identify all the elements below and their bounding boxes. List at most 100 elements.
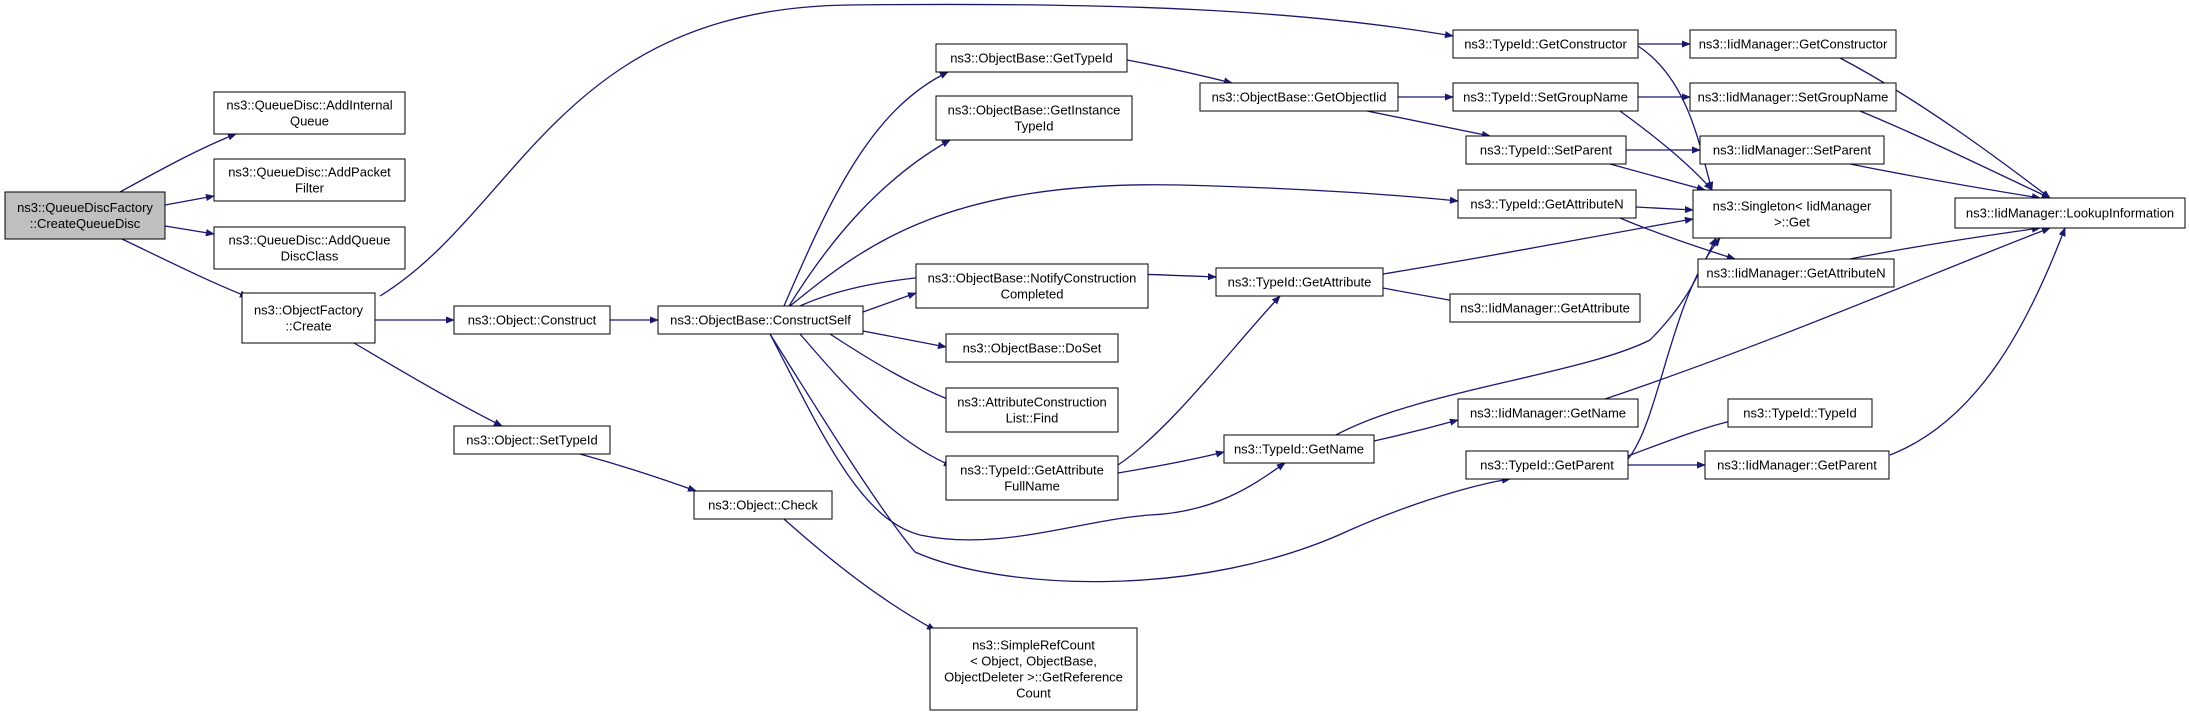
node-label: ns3::IidManager::GetParent xyxy=(1717,458,1877,473)
node-box xyxy=(1692,189,1892,239)
node-box xyxy=(1465,450,1629,480)
node-label: Completed xyxy=(1001,287,1064,302)
node-singletonGet[interactable]: ns3::Singleton< IidManager>::Get xyxy=(1692,189,1892,239)
edge-root-to-addPacketFilter xyxy=(164,193,215,206)
node-label: ns3::Object::Check xyxy=(708,498,818,513)
node-iidSetGroupName[interactable]: ns3::IidManager::SetGroupName xyxy=(1689,82,1897,112)
node-typeIdTypeId[interactable]: ns3::TypeId::TypeId xyxy=(1727,398,1873,428)
edge-typeIdGetParent-to-typeIdTypeId xyxy=(1627,417,1741,457)
node-box xyxy=(1452,29,1639,59)
node-objectFactoryCreate[interactable]: ns3::ObjectFactory::Create xyxy=(241,292,376,344)
node-constructSelf[interactable]: ns3::ObjectBase::ConstructSelf xyxy=(657,305,864,335)
node-label: ns3::ObjectBase::GetObjectIid xyxy=(1212,90,1387,105)
edge-typeIdGetAttribute-to-iidGetAttribute xyxy=(1382,287,1461,304)
edge-setGroupName-to-singleton xyxy=(1619,110,1713,191)
node-label: ns3::TypeId::TypeId xyxy=(1743,406,1856,421)
node-iidGetAttributeN[interactable]: ns3::IidManager::GetAttributeN xyxy=(1697,258,1895,288)
node-label: ns3::QueueDisc::AddInternal xyxy=(226,98,392,113)
node-label: ns3::Object::Construct xyxy=(468,313,597,328)
node-label: ns3::ObjectBase::DoSet xyxy=(963,341,1102,356)
node-objectSetTypeId[interactable]: ns3::Object::SetTypeId xyxy=(453,425,611,455)
edge-root-to-addInternalQueue xyxy=(119,133,237,193)
node-box xyxy=(1457,189,1637,219)
node-typeIdSetParent[interactable]: ns3::TypeId::SetParent xyxy=(1465,135,1627,165)
edge-getConstructor-to-singleton xyxy=(1637,45,1714,191)
node-typeIdGetParent[interactable]: ns3::TypeId::GetParent xyxy=(1465,450,1629,480)
node-label: >::Get xyxy=(1774,215,1810,230)
node-box xyxy=(945,455,1119,501)
node-root[interactable]: ns3::QueueDiscFactory::CreateQueueDisc xyxy=(4,191,166,240)
node-label: ns3::ObjectBase::GetTypeId xyxy=(950,51,1113,66)
edge-getObjectIid-to-setParent xyxy=(1366,110,1491,138)
node-box xyxy=(1704,450,1890,480)
node-typeIdGetAttribute[interactable]: ns3::TypeId::GetAttribute xyxy=(1215,267,1384,297)
node-typeIdSetGroupName[interactable]: ns3::TypeId::SetGroupName xyxy=(1452,82,1639,112)
node-label: ns3::IidManager::GetConstructor xyxy=(1699,37,1888,52)
node-box xyxy=(1449,293,1641,323)
node-box xyxy=(945,387,1119,433)
node-iidGetParent[interactable]: ns3::IidManager::GetParent xyxy=(1704,450,1890,480)
node-label: ns3::IidManager::LookupInformation xyxy=(1966,206,2174,221)
edge-iidGetName-to-lookup xyxy=(1604,227,2051,400)
edge-iidGetParent-to-lookup xyxy=(1889,227,2066,456)
node-typeIdGetAttributeN[interactable]: ns3::TypeId::GetAttributeN xyxy=(1457,189,1637,219)
node-getObjectIid[interactable]: ns3::ObjectBase::GetObjectIid xyxy=(1199,82,1399,112)
node-label: ns3::AttributeConstruction xyxy=(957,395,1107,410)
edge-constructSelf-to-typeIdGetParent xyxy=(769,333,1511,583)
node-iidGetAttribute[interactable]: ns3::IidManager::GetAttribute xyxy=(1449,293,1641,323)
node-lookupInformation[interactable]: ns3::IidManager::LookupInformation xyxy=(1954,197,2186,229)
node-simpleRefCount[interactable]: ns3::SimpleRefCount< Object, ObjectBase,… xyxy=(929,627,1138,711)
node-label: ns3::ObjectBase::ConstructSelf xyxy=(670,313,851,328)
edge-create-to-typeIdGetConstructor xyxy=(379,3,1454,297)
node-iidGetName[interactable]: ns3::IidManager::GetName xyxy=(1457,398,1639,428)
node-getTypeId[interactable]: ns3::ObjectBase::GetTypeId xyxy=(935,43,1128,73)
node-iidSetParent[interactable]: ns3::IidManager::SetParent xyxy=(1699,135,1885,165)
node-notifyConstructionCompleted[interactable]: ns3::ObjectBase::NotifyConstructionCompl… xyxy=(915,263,1149,309)
edge-create-to-objectSetTypeId xyxy=(353,342,503,427)
node-box xyxy=(1699,135,1885,165)
node-label: List::Find xyxy=(1006,411,1059,426)
node-objectCheck[interactable]: ns3::Object::Check xyxy=(693,490,833,520)
node-label: < Object, ObjectBase, xyxy=(970,654,1097,669)
node-box xyxy=(935,43,1128,73)
node-label: ns3::TypeId::GetAttribute xyxy=(1228,275,1372,290)
node-objectConstruct[interactable]: ns3::Object::Construct xyxy=(453,305,611,335)
node-layer: ns3::QueueDiscFactory::CreateQueueDiscns… xyxy=(4,29,2186,711)
node-typeIdGetName[interactable]: ns3::TypeId::GetName xyxy=(1223,434,1375,464)
node-label: ns3::IidManager::GetName xyxy=(1470,406,1626,421)
node-label: ns3::IidManager::GetAttributeN xyxy=(1706,266,1885,281)
edge-fullName-to-typeIdGetName xyxy=(1117,450,1225,474)
edge-constructSelf-to-attrListFind xyxy=(829,333,961,405)
node-label: FullName xyxy=(1004,479,1060,494)
edge-check-to-simpleRefCount xyxy=(783,518,936,631)
node-iidGetConstructor[interactable]: ns3::IidManager::GetConstructor xyxy=(1689,29,1897,59)
node-box xyxy=(1697,258,1895,288)
edge-constructSelf-to-typeIdGetAttrN xyxy=(789,184,1459,307)
edge-root-to-objectFactoryCreate xyxy=(121,238,249,298)
edge-typeIdGetAttrN-to-iidGetAttrN xyxy=(1619,217,1736,261)
node-doSet[interactable]: ns3::ObjectBase::DoSet xyxy=(945,333,1119,363)
node-box xyxy=(453,305,611,335)
edge-typeIdGetName-to-iidGetName xyxy=(1373,418,1459,442)
node-box xyxy=(1223,434,1375,464)
edge-getTypeId-to-getObjectIid xyxy=(1126,59,1233,85)
edge-iidSetParent-to-lookup xyxy=(1849,163,2041,201)
edge-setTypeId-to-check xyxy=(579,453,697,492)
node-label: ObjectDeleter >::GetReference xyxy=(944,670,1123,685)
node-label: ns3::IidManager::GetAttribute xyxy=(1460,301,1630,316)
node-typeIdGetConstructor[interactable]: ns3::TypeId::GetConstructor xyxy=(1452,29,1639,59)
node-box xyxy=(1465,135,1627,165)
edge-fullName-to-typeIdGetAttribute xyxy=(1117,295,1281,466)
node-box xyxy=(1452,82,1639,112)
node-label: ns3::ObjectBase::GetInstance xyxy=(948,103,1121,118)
node-label: ns3::TypeId::GetAttributeN xyxy=(1470,197,1623,212)
node-box xyxy=(1954,197,2186,229)
edge-constructSelf-to-typeIdGetName xyxy=(769,333,1286,541)
node-box xyxy=(935,95,1133,141)
